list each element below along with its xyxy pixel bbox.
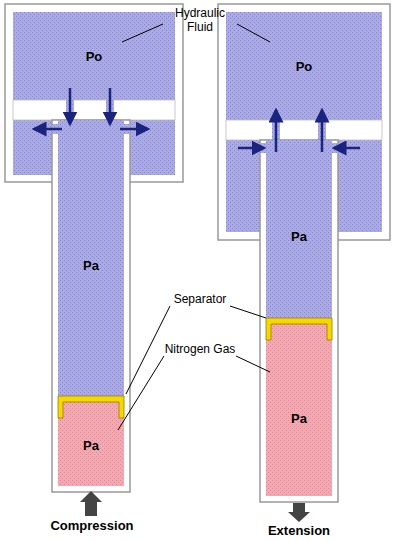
pressure-label: Pa	[291, 411, 307, 426]
left-cylinder	[5, 4, 183, 516]
leader-lines	[118, 24, 270, 430]
part-label: Separator	[174, 292, 227, 306]
compression-arrow	[80, 491, 102, 516]
chamber-region: Pa	[272, 342, 326, 494]
pressure-label: Pa	[83, 258, 99, 273]
pressure-label: Po	[86, 49, 103, 64]
chamber-region: Po	[13, 12, 175, 100]
pressure-label: Pa	[291, 229, 307, 244]
chamber-region: Po	[226, 12, 382, 120]
motion-label: Extension	[268, 523, 330, 538]
pressure-label: Pa	[83, 438, 99, 453]
label-box: Hydraulic Fluid	[165, 7, 235, 35]
extension-arrow	[288, 503, 310, 522]
part-label: Nitrogen Gas	[165, 342, 236, 356]
motion-label: Compression	[50, 518, 133, 533]
chamber-region: Pa	[58, 134, 124, 396]
right-cylinder	[218, 4, 390, 522]
label-box: Nitrogen Gas	[158, 343, 242, 357]
label-box: Extension	[244, 524, 354, 539]
chamber-region: Pa	[266, 154, 332, 318]
label-box: Separator	[166, 293, 234, 307]
chamber-region: Pa	[64, 404, 118, 486]
part-label: Hydraulic Fluid	[175, 6, 225, 34]
label-box: Compression	[30, 519, 154, 534]
pressure-label: Po	[296, 59, 313, 74]
